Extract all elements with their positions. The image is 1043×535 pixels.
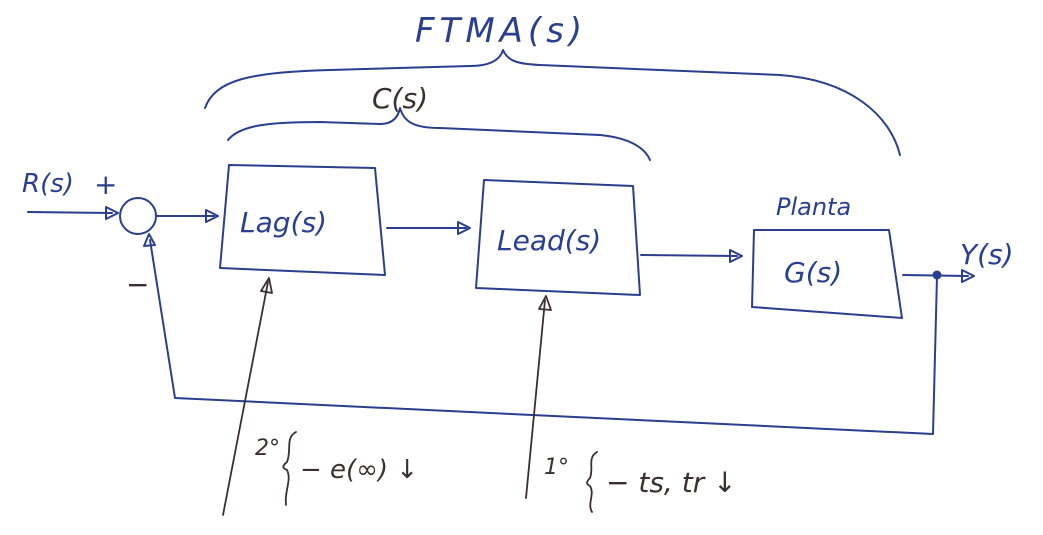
summing-junction xyxy=(119,197,157,235)
ftma-brace xyxy=(204,49,901,156)
input-arrowhead xyxy=(105,206,119,220)
lead-to-plant-arrow xyxy=(640,254,738,257)
plant-title: Planta xyxy=(776,193,851,221)
junction-to-lag-arrowhead xyxy=(205,209,219,223)
lag-order-note: 2° xyxy=(255,436,280,461)
output-label: Y(s) xyxy=(960,238,1014,271)
output-arrowhead xyxy=(961,269,975,283)
plant-block-label: G(s) xyxy=(784,256,842,289)
lag-effect-note: − e(∞) ↓ xyxy=(300,455,418,485)
controller-label: C(s) xyxy=(372,82,428,115)
lead-effect-note: − ts, tr ↓ xyxy=(606,466,737,499)
lag-block-label: Lag(s) xyxy=(240,206,327,239)
lag-block xyxy=(219,164,386,276)
lead-tuning-arrowhead xyxy=(538,295,552,311)
lag-note-brace xyxy=(282,431,297,506)
lead-note-brace xyxy=(586,451,598,513)
controller-brace xyxy=(227,107,651,161)
lag-tuning-arrowhead xyxy=(260,277,273,294)
plus-sign: + xyxy=(94,168,117,201)
lead-order-note: 1° xyxy=(544,455,569,480)
lead-to-plant-arrowhead xyxy=(729,249,743,263)
lag-to-lead-arrowhead xyxy=(457,221,471,235)
feedback-path xyxy=(149,239,938,435)
ftma-label: FTMA(s) xyxy=(415,11,587,51)
input-label: R(s) xyxy=(22,169,74,199)
lead-block xyxy=(475,179,641,296)
lead-tuning-arrow xyxy=(525,299,546,499)
lag-tuning-arrow xyxy=(222,281,269,516)
feedback-arrowhead xyxy=(143,233,156,247)
lead-block-label: Lead(s) xyxy=(497,224,601,257)
input-arrow xyxy=(27,211,113,214)
plant-block xyxy=(751,229,903,319)
minus-sign: − xyxy=(126,268,149,301)
